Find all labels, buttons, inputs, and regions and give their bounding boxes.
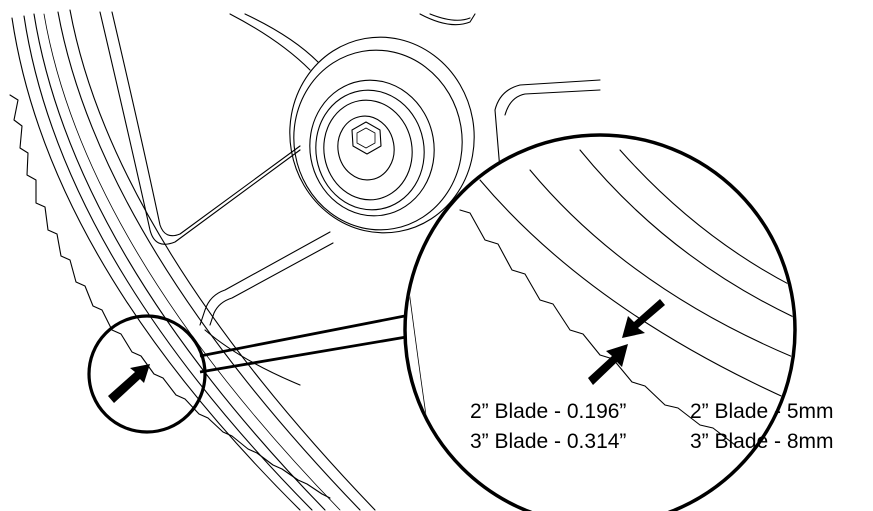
arbor-nut xyxy=(289,36,475,234)
arrow-icon xyxy=(108,364,150,403)
blade-spoke-cutouts xyxy=(99,11,601,386)
callout-imperial-2in: 2” Blade - 0.196” xyxy=(470,400,626,423)
blade-thickness-callouts: 2” Blade - 0.196” 3” Blade - 0.314” 2” B… xyxy=(470,400,834,453)
blade-body xyxy=(11,9,376,511)
detail-circle-small xyxy=(87,314,207,434)
hex-nut xyxy=(351,121,382,155)
detail-circle-large xyxy=(403,133,797,511)
saw-teeth xyxy=(9,94,331,499)
arrow-icon xyxy=(588,344,628,385)
callout-connectors xyxy=(199,311,421,374)
callout-imperial-3in: 3” Blade - 0.314” xyxy=(470,430,626,453)
callout-metric-3in: 3” Blade - 8mm xyxy=(690,430,834,453)
callout-metric-2in: 2” Blade - 5mm xyxy=(690,400,834,423)
arrow-icon xyxy=(622,299,665,338)
